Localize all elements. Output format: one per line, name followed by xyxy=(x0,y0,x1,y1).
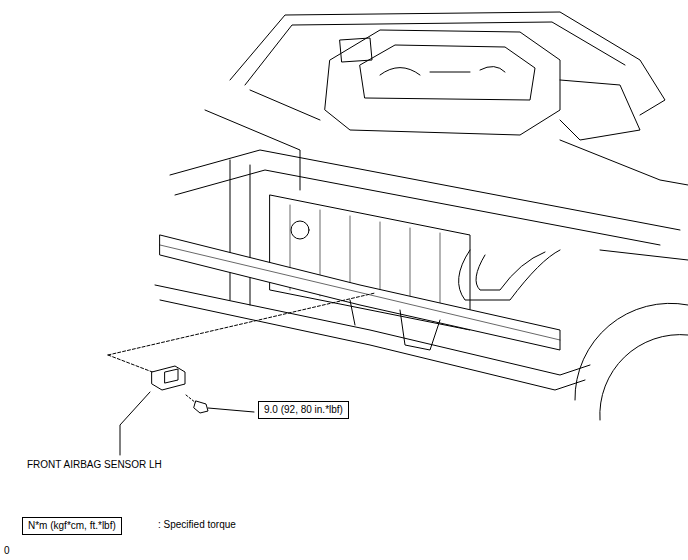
box-text: N*m (kgf*cm, ft.*lbf) xyxy=(28,520,116,532)
bumper-reinforcement xyxy=(160,235,560,350)
part-name: FRONT AIRBAG SENSOR LH xyxy=(27,459,162,471)
front-airbag-sensor xyxy=(152,366,185,390)
torque-leader-line xyxy=(208,408,254,412)
torque-unit-box: N*m (kgf*cm, ft.*lbf) xyxy=(22,517,122,535)
radiator-support-upper xyxy=(170,150,680,245)
lower-bumper xyxy=(155,285,590,390)
box-text: 9.0 (92, 80 in.*lbf) xyxy=(264,404,343,416)
part-leader-line xyxy=(120,392,150,455)
sensor-bracket xyxy=(350,300,440,350)
engine-cover-detail xyxy=(380,66,505,75)
battery-box xyxy=(560,80,640,140)
wheel-arch xyxy=(575,303,688,400)
engine-cover xyxy=(325,30,560,135)
location-dashed-line xyxy=(108,293,375,373)
bolt-axis xyxy=(186,395,196,403)
bolt xyxy=(194,401,208,413)
engine-cover-panel xyxy=(360,45,535,100)
fender-apron xyxy=(205,90,320,190)
radiator-hose xyxy=(459,250,560,300)
fender xyxy=(560,140,688,260)
radiator-support-side xyxy=(230,160,250,305)
figure-code: 0 xyxy=(4,545,10,557)
tire xyxy=(600,335,688,420)
reservoir xyxy=(340,38,372,62)
horn xyxy=(291,221,309,239)
radiator-hose-inner xyxy=(476,252,545,290)
legend-description: : Specified torque xyxy=(158,519,236,531)
sensor-connector xyxy=(165,369,178,383)
reinforcement-rib xyxy=(160,245,560,340)
torque-value-box: 9.0 (92, 80 in.*lbf) xyxy=(258,401,349,419)
